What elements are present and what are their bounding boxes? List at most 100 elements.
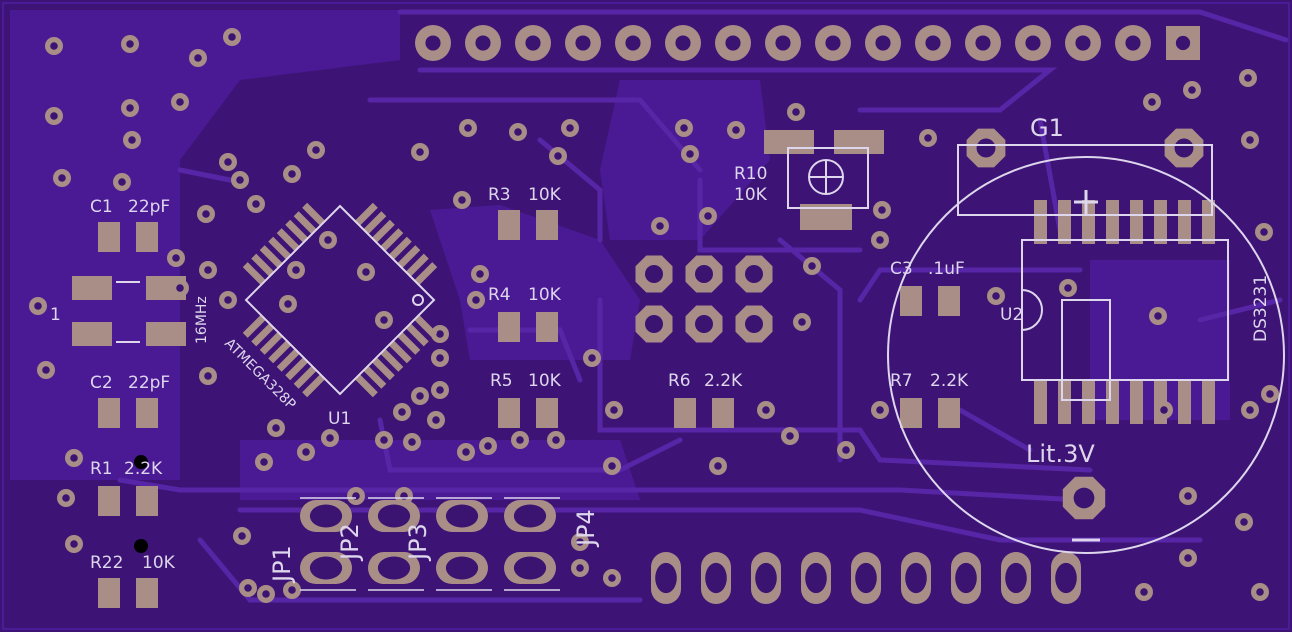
via-60-hole (686, 150, 694, 158)
bottom-pin-9-hole (1055, 562, 1077, 594)
via-73-hole (1260, 228, 1268, 236)
u1-pin-bottom-5 (276, 348, 301, 372)
r6-pad-2 (712, 398, 734, 428)
c3-label: C3 (890, 259, 913, 279)
via-15-hole (172, 254, 180, 262)
battery-pad-bottom-hole (1073, 487, 1095, 509)
u2-top-pin-7 (1178, 200, 1191, 244)
via-25-hole (238, 532, 246, 540)
via-95-hole (302, 448, 310, 456)
u1-pin-left-6 (259, 245, 284, 269)
u1-pin-left-1 (302, 202, 326, 227)
via-92-hole (416, 392, 424, 400)
via-12-hole (236, 176, 244, 184)
u1-pin-right-8 (354, 373, 378, 398)
u1-pin-right-7 (362, 365, 387, 389)
c2-label: C2 (90, 373, 113, 393)
u1-pin-left-5 (268, 236, 292, 261)
u2-bottom-pin-5 (1130, 380, 1143, 424)
r7-label: R7 (890, 371, 913, 391)
via-64-hole (876, 236, 884, 244)
via-11-hole (224, 158, 232, 166)
r10-pad-2 (834, 130, 884, 154)
via-61-hole (732, 126, 740, 134)
r6-pad-1 (674, 398, 696, 428)
jp1-pad-b-hole (309, 556, 343, 580)
c3-pad-1 (900, 286, 922, 316)
u1-pin-bottom-1 (242, 314, 267, 338)
via-65-hole (924, 134, 932, 142)
via-45-hole (552, 436, 560, 444)
c1-pad-1 (98, 222, 120, 252)
header-pin-14-hole (1075, 35, 1091, 51)
via-90-hole (472, 296, 480, 304)
u2-bottom-pin-2 (1058, 380, 1071, 424)
via-24-hole (70, 540, 78, 548)
icsp-pin-3-hole (745, 265, 763, 283)
via-13-hole (252, 200, 260, 208)
ds3231-label: DS3231 (1251, 275, 1271, 342)
r10-label: R10 (734, 164, 767, 184)
u1-pin-right-5 (379, 348, 404, 372)
via-30-hole (288, 170, 296, 178)
header-pin-5-hole (625, 35, 641, 51)
via-71-hole (1244, 74, 1252, 82)
u1-pin-left-8 (242, 262, 267, 286)
header-pin-7-hole (725, 35, 741, 51)
via-74-hole (1266, 390, 1274, 398)
r22-pad-1 (98, 578, 120, 608)
via-52-hole (762, 406, 770, 414)
via-80-hole (1184, 554, 1192, 562)
crystal-value: 16MHz (194, 296, 210, 344)
via-3-hole (228, 33, 236, 41)
u1-pin-bottom-4 (268, 339, 292, 364)
r6-value: 2.2K (704, 371, 743, 391)
header-pin-16-hole (1175, 35, 1191, 51)
header-pin-6-hole (675, 35, 691, 51)
u2-bottom-pin-7 (1178, 380, 1191, 424)
bottom-pin-8-hole (1005, 562, 1027, 594)
bottom-pin-5-hole (855, 562, 877, 594)
via-66-hole (992, 292, 1000, 300)
jp1-label: JP1 (268, 545, 296, 584)
via-68-hole (1154, 312, 1162, 320)
via-62-hole (792, 108, 800, 116)
r10-trimmer (787, 147, 869, 209)
u2-top-pin-2 (1058, 200, 1071, 244)
via-39-hole (380, 436, 388, 444)
via-56-hole (798, 318, 806, 326)
header-pin-9-hole (825, 35, 841, 51)
u1-pin1-marker (412, 294, 424, 306)
via-82-hole (464, 124, 472, 132)
via-7-hole (176, 98, 184, 106)
r5-label: R5 (490, 371, 513, 391)
u2-pad-outline (1061, 299, 1111, 401)
jp3-pad-b-hole (445, 556, 479, 580)
r1-pad-1 (98, 486, 120, 516)
u2-bottom-pin-4 (1106, 380, 1119, 424)
via-9-hole (58, 174, 66, 182)
via-32-hole (324, 236, 332, 244)
via-67-hole (1064, 284, 1072, 292)
via-75-hole (1246, 406, 1254, 414)
via-40-hole (408, 438, 416, 446)
via-6-hole (126, 104, 134, 112)
via-89-hole (476, 270, 484, 278)
c3-value: .1uF (928, 259, 965, 279)
via-91-hole (436, 386, 444, 394)
r22-pad-2 (136, 578, 158, 608)
u1-label: U1 (328, 409, 351, 429)
c1-pad-2 (136, 222, 158, 252)
crystal-pad-1 (72, 276, 112, 300)
r7-value: 2.2K (930, 371, 969, 391)
u1-pin-top-2 (362, 211, 387, 235)
via-93-hole (272, 424, 280, 432)
bottom-pin-6-hole (905, 562, 927, 594)
via-33-hole (292, 266, 300, 274)
u2-top-pin-4 (1106, 200, 1119, 244)
jp3-outline (436, 497, 492, 591)
jp1-pad-a-hole (309, 504, 343, 528)
header-pin-12-hole (975, 35, 991, 51)
jp1-outline (300, 497, 356, 591)
